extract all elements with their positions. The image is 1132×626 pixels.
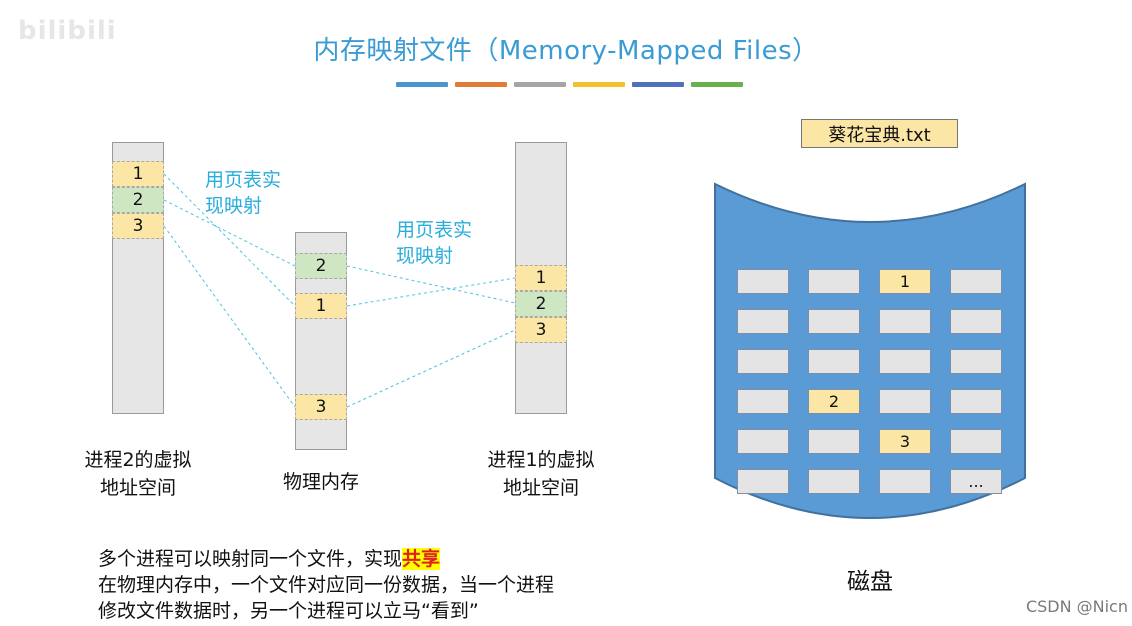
map-line-mem-2-to-p1-2 <box>346 265 516 304</box>
map-line-mem-3-to-p1-3 <box>346 329 516 408</box>
notes-line1: 多个进程可以映射同一个文件，实现共享 <box>98 546 554 572</box>
disk-block <box>737 349 789 374</box>
process1-page-2: 2 <box>515 291 567 317</box>
page-table-note-left-line2: 现映射 <box>205 195 263 217</box>
disk-block <box>950 429 1002 454</box>
process1-page-3: 3 <box>515 317 567 343</box>
disk-block <box>950 349 1002 374</box>
physical-memory-page-3: 3 <box>295 394 347 420</box>
page-table-note-right-line2: 现映射 <box>396 245 454 267</box>
color-bar-6 <box>691 82 743 87</box>
disk-block <box>950 309 1002 334</box>
map-line-p2-2-to-mem-2 <box>163 199 296 267</box>
color-bar-3 <box>514 82 566 87</box>
page-table-note-left: 用页表实 现映射 <box>205 167 281 219</box>
physical-memory-page-1: 1 <box>295 293 347 319</box>
disk-block: 2 <box>808 389 860 414</box>
process2-page-1: 1 <box>112 161 164 187</box>
disk-cylinder-body <box>714 182 1026 519</box>
disk-block: 1 <box>879 269 931 294</box>
page-table-note-left-line1: 用页表实 <box>205 169 282 191</box>
process2-caption: 进程2的虚拟 地址空间 <box>58 446 218 502</box>
disk-block <box>737 309 789 334</box>
disk-label: 磁盘 <box>847 569 893 595</box>
map-line-p2-3-to-mem-3 <box>163 225 296 408</box>
map-line-mem-1-to-p1-1 <box>346 277 516 307</box>
disk-block <box>879 469 931 494</box>
process2-page-3: 3 <box>112 213 164 239</box>
disk-block <box>808 349 860 374</box>
disk-block <box>808 309 860 334</box>
map-line-p2-1-to-mem-1 <box>163 173 296 307</box>
physical-memory-page-2: 2 <box>295 253 347 279</box>
process1-caption-line2: 地址空间 <box>502 477 579 499</box>
process1-page-1: 1 <box>515 265 567 291</box>
notes: 多个进程可以映射同一个文件，实现共享 在物理内存中，一个文件对应同一份数据，当一… <box>98 546 554 624</box>
disk-block <box>950 389 1002 414</box>
csdn-watermark: CSDN @Nicn <box>1025 597 1128 616</box>
notes-line3: 修改文件数据时，另一个进程可以立马“看到” <box>98 600 479 622</box>
process1-caption-line1: 进程1的虚拟 <box>487 449 595 471</box>
notes-line1-prefix: 多个进程可以映射同一个文件，实现 <box>98 548 403 570</box>
disk-block <box>808 429 860 454</box>
physical-memory-caption: 物理内存 <box>282 471 359 493</box>
bilibili-logo: bilibili <box>18 16 117 46</box>
process1-caption: 进程1的虚拟 地址空间 <box>461 446 621 502</box>
page-table-note-right-line1: 用页表实 <box>396 219 473 241</box>
disk-block: 3 <box>879 429 931 454</box>
disk-block <box>879 309 931 334</box>
page-table-note-right: 用页表实 现映射 <box>396 217 472 269</box>
disk-block <box>950 269 1002 294</box>
notes-line2: 在物理内存中，一个文件对应同一份数据，当一个进程 <box>98 574 555 596</box>
process2-caption-line2: 地址空间 <box>99 477 176 499</box>
process2-page-2: 2 <box>112 187 164 213</box>
disk-block <box>737 389 789 414</box>
disk-block <box>808 469 860 494</box>
disk-block <box>879 349 931 374</box>
color-bar-4 <box>573 82 625 87</box>
slide-title: 内存映射文件（Memory-Mapped Files） <box>313 36 819 66</box>
disk-block <box>808 269 860 294</box>
file-name-label: 葵花宝典.txt <box>801 119 958 148</box>
disk-block <box>737 429 789 454</box>
disk-block <box>737 469 789 494</box>
notes-highlight-share: 共享 <box>402 548 441 570</box>
disk-block <box>737 269 789 294</box>
color-bar-1 <box>396 82 448 87</box>
disk-block: ... <box>950 469 1002 494</box>
process2-caption-line1: 进程2的虚拟 <box>84 449 192 471</box>
disk-cylinder <box>714 182 1026 519</box>
color-bar-2 <box>455 82 507 87</box>
color-bar-5 <box>632 82 684 87</box>
disk-block <box>879 389 931 414</box>
